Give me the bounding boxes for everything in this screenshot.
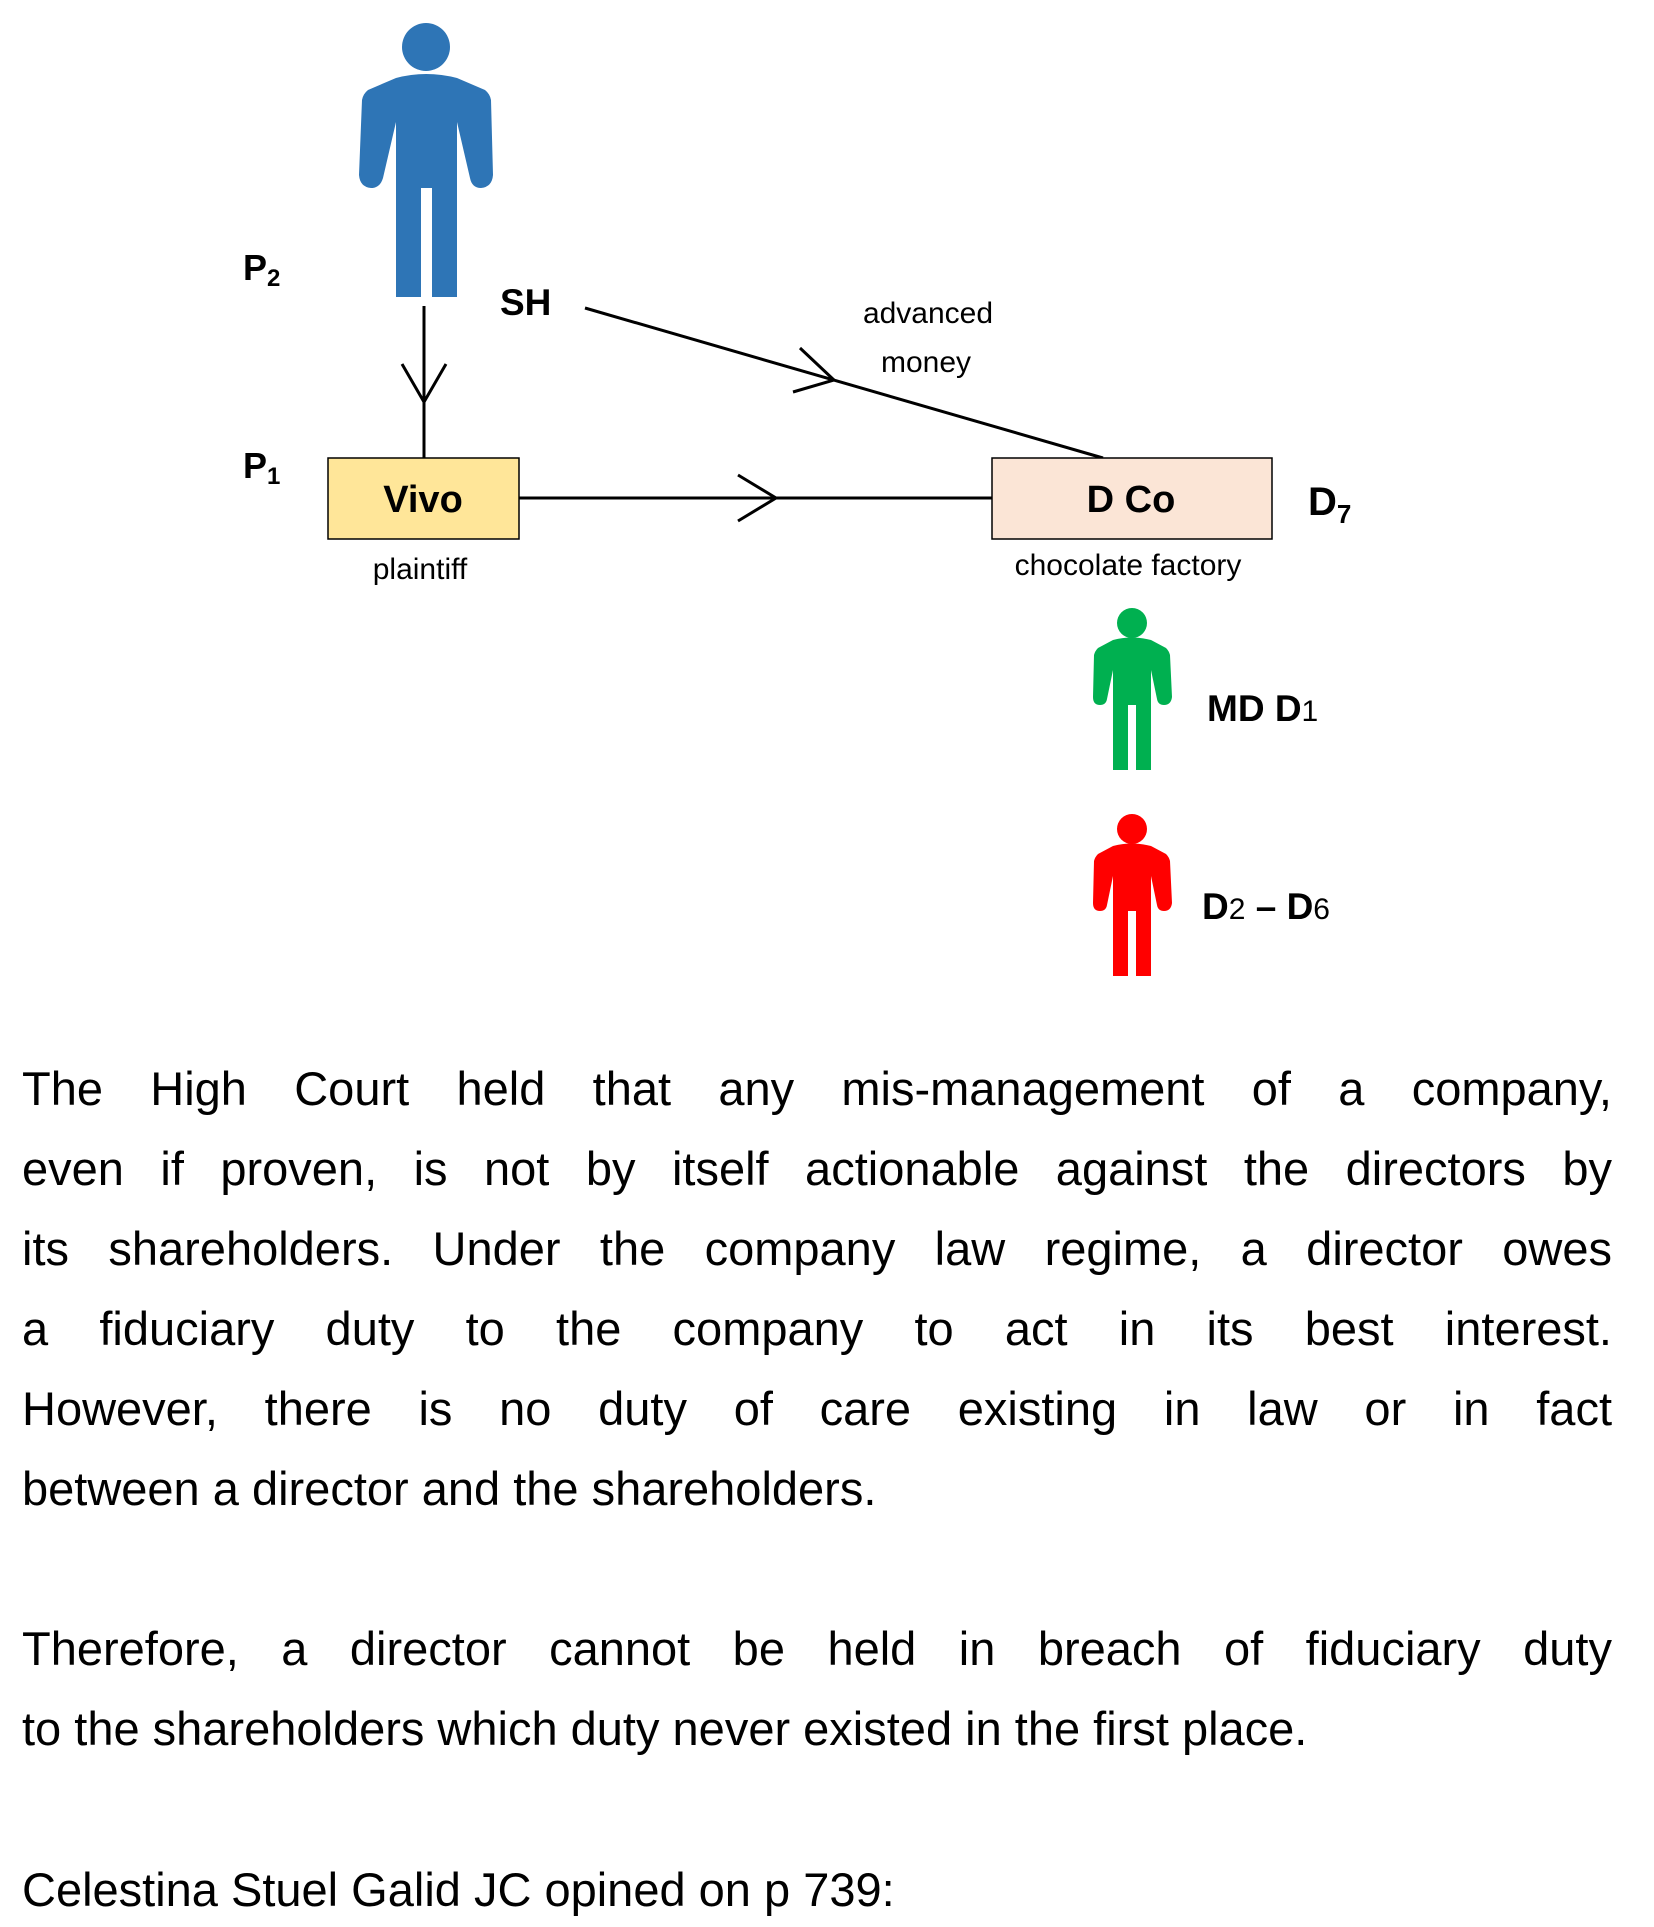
- paragraph-line: Therefore, a director cannot be held in …: [22, 1622, 1612, 1675]
- paragraph-line: Celestina Stuel Galid JC opined on p 739…: [22, 1863, 895, 1916]
- advanced-money-label-line2: money: [881, 346, 971, 379]
- dco-caption: chocolate factory: [1015, 549, 1242, 582]
- paragraph-line: between a director and the shareholders.: [22, 1462, 877, 1515]
- d7-label: D7: [1308, 480, 1351, 529]
- vivo-box: Vivo: [327, 457, 520, 540]
- p2-to-vivo-arrowhead-icon: [400, 363, 448, 405]
- vivo-to-dco-arrowhead-icon: [737, 473, 779, 523]
- paragraph-line: However, there is no duty of care existi…: [22, 1382, 1612, 1435]
- sh-label: SH: [500, 282, 551, 323]
- vivo-label: Vivo: [383, 479, 463, 521]
- paragraph-line: a fiduciary duty to the company to act i…: [22, 1302, 1612, 1355]
- md-d1-label: MD D1: [1207, 688, 1318, 729]
- paragraph-line: even if proven, is not by itself actiona…: [22, 1142, 1612, 1195]
- sh-to-dco-arrowhead-icon: [792, 346, 837, 394]
- paragraph-line: its shareholders. Under the company law …: [22, 1222, 1612, 1275]
- directors-person-icon: [1093, 814, 1172, 976]
- managing-director-person-icon: [1093, 608, 1172, 770]
- advanced-money-label-line1: advanced: [863, 297, 993, 330]
- p1-label: P1: [243, 445, 280, 490]
- shareholder-person-icon: [359, 23, 493, 297]
- p2-label: P2: [243, 247, 280, 292]
- paragraph-line: The High Court held that any mis-managem…: [22, 1062, 1612, 1115]
- paragraph-line: to the shareholders which duty never exi…: [22, 1702, 1308, 1755]
- vivo-caption: plaintiff: [373, 553, 468, 586]
- sh-to-dco-line: [584, 306, 1104, 460]
- d2-d6-label: D2 – D6: [1202, 886, 1330, 927]
- dco-label: D Co: [1087, 479, 1176, 521]
- dco-box: D Co: [991, 457, 1273, 540]
- case-diagram: P2 SH P1 D7 advanced money Vivo plaintif…: [243, 23, 1351, 976]
